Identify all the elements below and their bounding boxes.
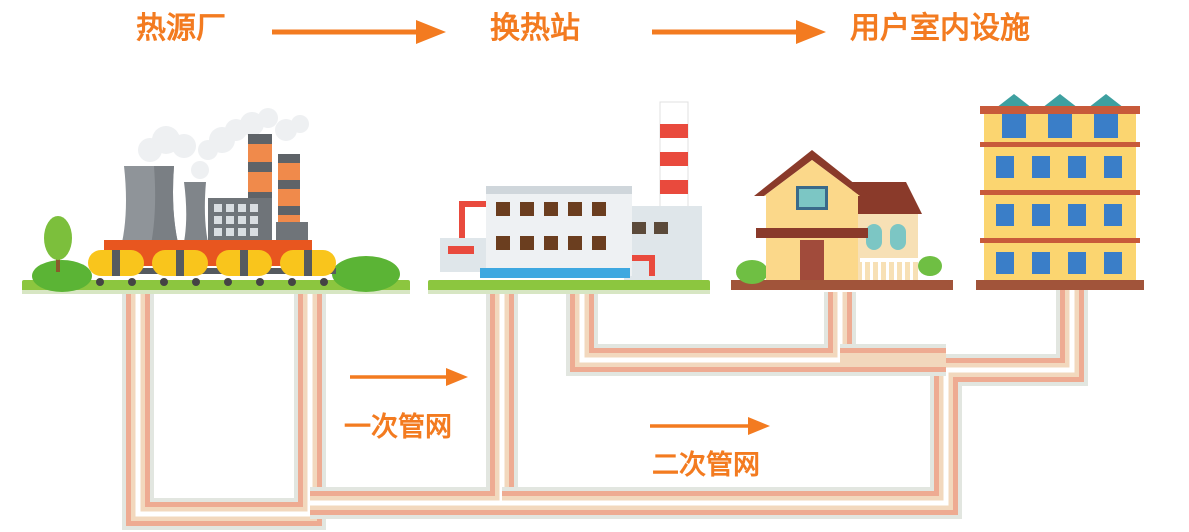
flow-arrow-1 — [272, 20, 446, 44]
heat-exchange-station-icon — [428, 101, 710, 294]
secondary-pipe-network — [502, 290, 1088, 519]
secondary-network-label: 二次管网 — [652, 450, 760, 481]
primary-pipe-network — [122, 290, 518, 530]
stage-label-exchange-station: 换热站 — [490, 11, 580, 46]
power-plant-icon — [22, 108, 410, 294]
primary-network-arrow — [350, 368, 468, 386]
primary-network-label: 一次管网 — [344, 412, 452, 443]
secondary-network-arrow — [650, 417, 770, 435]
apartment-building-icon — [976, 94, 1144, 290]
house-icon — [731, 150, 953, 290]
stage-label-user-facilities: 用户室内设施 — [850, 11, 1030, 46]
stage-label-heat-source: 热源厂 — [136, 11, 226, 46]
flow-arrow-2 — [652, 20, 826, 44]
